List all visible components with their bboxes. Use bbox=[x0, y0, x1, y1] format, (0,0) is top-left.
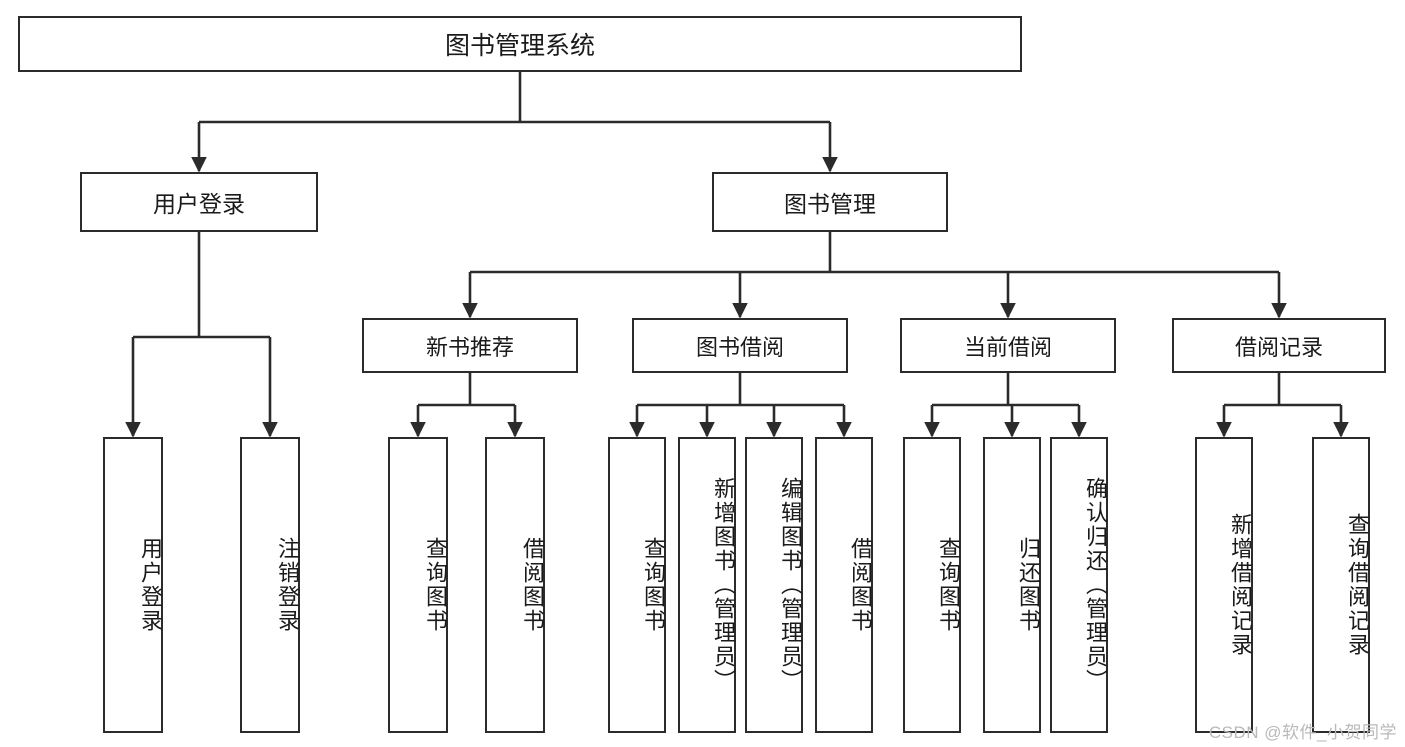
node-leaf-user-login[interactable]: 用户登录 bbox=[103, 437, 163, 733]
node-leaf-confirm[interactable]: 确认归还（管理员） bbox=[1050, 437, 1108, 733]
node-root[interactable]: 图书管理系统 bbox=[18, 16, 1022, 72]
node-label: 用户登录 bbox=[153, 191, 245, 217]
node-leaf-query-1[interactable]: 查询图书 bbox=[388, 437, 448, 733]
node-label: 用户登录 bbox=[138, 537, 163, 633]
node-book-borrow[interactable]: 图书借阅 bbox=[632, 318, 848, 373]
node-label: 确认归还（管理员） bbox=[1083, 477, 1108, 693]
node-label: 当前借阅 bbox=[963, 334, 1052, 360]
node-leaf-query-2[interactable]: 查询图书 bbox=[608, 437, 666, 733]
node-leaf-qry-record[interactable]: 查询借阅记录 bbox=[1312, 437, 1370, 733]
node-user-login[interactable]: 用户登录 bbox=[80, 172, 318, 232]
node-label: 新增图书（管理员） bbox=[711, 477, 736, 693]
node-book-manage[interactable]: 图书管理 bbox=[712, 172, 948, 232]
node-label: 注销登录 bbox=[275, 537, 300, 633]
node-label: 图书借阅 bbox=[695, 334, 784, 360]
node-label: 查询图书 bbox=[936, 537, 961, 633]
node-label: 查询借阅记录 bbox=[1345, 513, 1370, 657]
node-label: 新增借阅记录 bbox=[1228, 513, 1253, 657]
node-label: 借阅图书 bbox=[848, 537, 873, 633]
node-new-book-rec[interactable]: 新书推荐 bbox=[362, 318, 578, 373]
node-leaf-edit-book[interactable]: 编辑图书（管理员） bbox=[745, 437, 803, 733]
node-leaf-add-record[interactable]: 新增借阅记录 bbox=[1195, 437, 1253, 733]
node-label: 查询图书 bbox=[423, 537, 448, 633]
node-label: 归还图书 bbox=[1016, 537, 1041, 633]
node-leaf-logout[interactable]: 注销登录 bbox=[240, 437, 300, 733]
node-borrow-record[interactable]: 借阅记录 bbox=[1172, 318, 1386, 373]
node-label: 新书推荐 bbox=[425, 334, 514, 360]
node-label: 编辑图书（管理员） bbox=[778, 477, 803, 693]
watermark-text: CSDN @软件_小贺同学 bbox=[1208, 723, 1397, 742]
node-leaf-add-book[interactable]: 新增图书（管理员） bbox=[678, 437, 736, 733]
node-leaf-query-3[interactable]: 查询图书 bbox=[903, 437, 961, 733]
node-leaf-return[interactable]: 归还图书 bbox=[983, 437, 1041, 733]
node-label: 图书管理系统 bbox=[444, 32, 595, 60]
node-label: 借阅图书 bbox=[520, 537, 545, 633]
node-label: 借阅记录 bbox=[1234, 334, 1323, 360]
node-label: 图书管理 bbox=[784, 191, 876, 217]
node-label: 查询图书 bbox=[641, 537, 666, 633]
node-current-borrow[interactable]: 当前借阅 bbox=[900, 318, 1116, 373]
node-leaf-borrow-2[interactable]: 借阅图书 bbox=[815, 437, 873, 733]
node-leaf-borrow-1[interactable]: 借阅图书 bbox=[485, 437, 545, 733]
